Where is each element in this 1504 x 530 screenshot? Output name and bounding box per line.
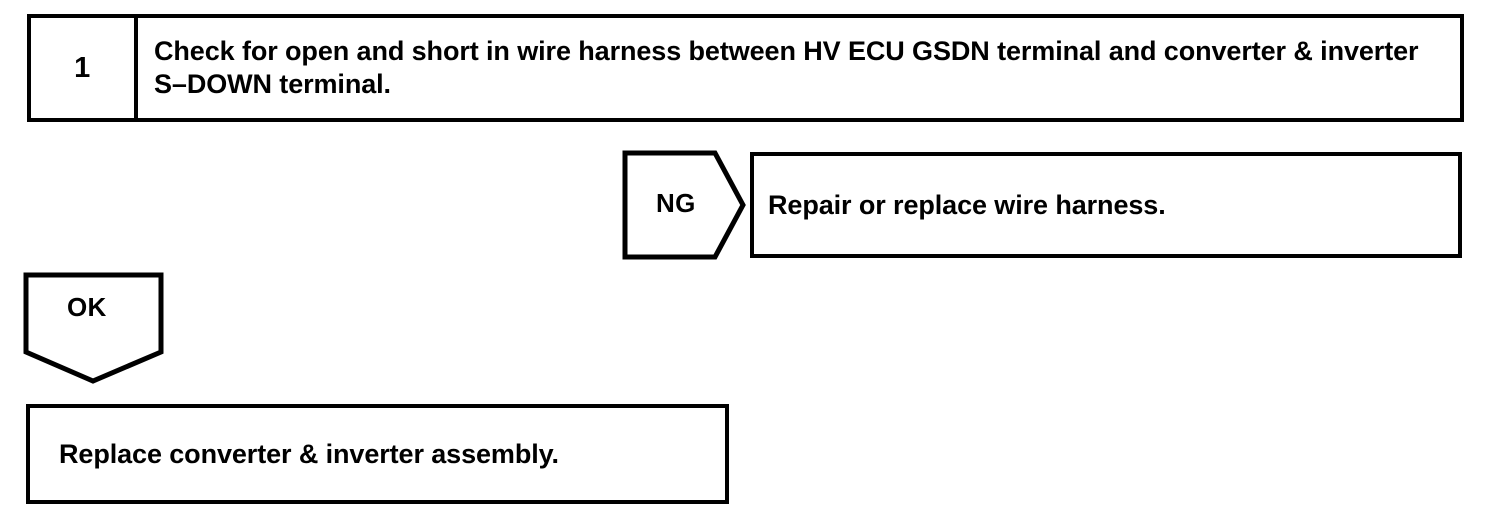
step-number-cell: 1 <box>31 18 138 118</box>
ok-result-box: Replace converter & inverter assembly. <box>26 404 729 504</box>
ng-branch-connector: NG <box>622 150 746 260</box>
step-instruction-cell: Check for open and short in wire harness… <box>138 18 1460 118</box>
ok-branch-label: OK <box>67 292 107 322</box>
pentagon-down-icon <box>23 272 164 384</box>
ng-result-text: Repair or replace wire harness. <box>768 189 1166 220</box>
step-instruction-text: Check for open and short in wire harness… <box>154 36 1419 99</box>
pentagon-right-icon <box>622 150 746 260</box>
ng-branch-label: NG <box>656 188 696 218</box>
ok-branch-connector: OK <box>23 272 164 384</box>
step-number: 1 <box>74 51 91 84</box>
ng-result-box: Repair or replace wire harness. <box>750 152 1462 258</box>
ok-result-text: Replace converter & inverter assembly. <box>59 438 559 469</box>
step-1-box: 1 Check for open and short in wire harne… <box>27 14 1464 122</box>
